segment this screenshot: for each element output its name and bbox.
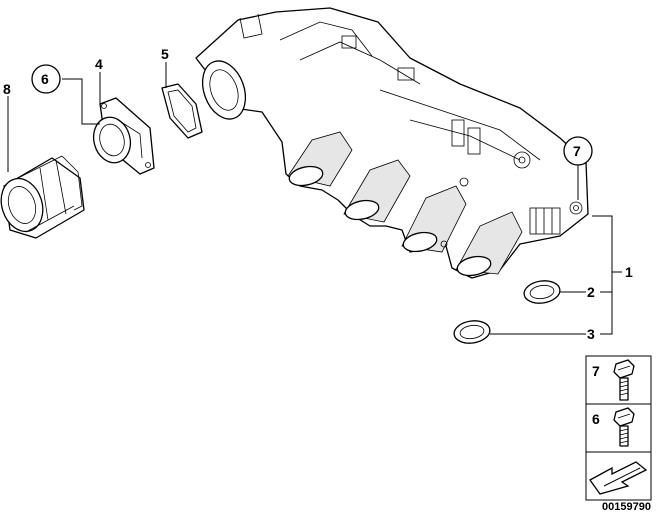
leader-lines [7,62,622,335]
legend-label-6: 6 [592,411,600,427]
callout-6-circle [31,64,61,94]
part-2-seal-ring [523,280,561,304]
bolt-icon [613,359,635,401]
callout-5: 5 [161,46,169,62]
fastener-legend: 7 6 [585,355,652,501]
callout-4: 4 [95,56,103,72]
callout-7-circle [563,136,593,166]
part-3-seal-ring [453,320,491,344]
callout-3: 3 [587,326,595,342]
arrow-icon [589,461,648,495]
part-4-adapter-flange [92,97,155,175]
callout-1: 1 [625,264,633,280]
part-1-intake-manifold [195,7,589,279]
document-number: 00159790 [602,501,651,512]
legend-label-7: 7 [592,363,600,379]
callout-2: 2 [587,284,595,300]
callout-labels: 8 6 4 5 7 1 2 3 [3,46,633,342]
callout-7: 7 [573,143,581,159]
part-8-connector-hose [0,155,85,239]
bolt-icon [613,407,635,447]
part-5-gasket [161,83,203,139]
callout-8: 8 [3,81,11,97]
callout-6: 6 [41,71,49,87]
